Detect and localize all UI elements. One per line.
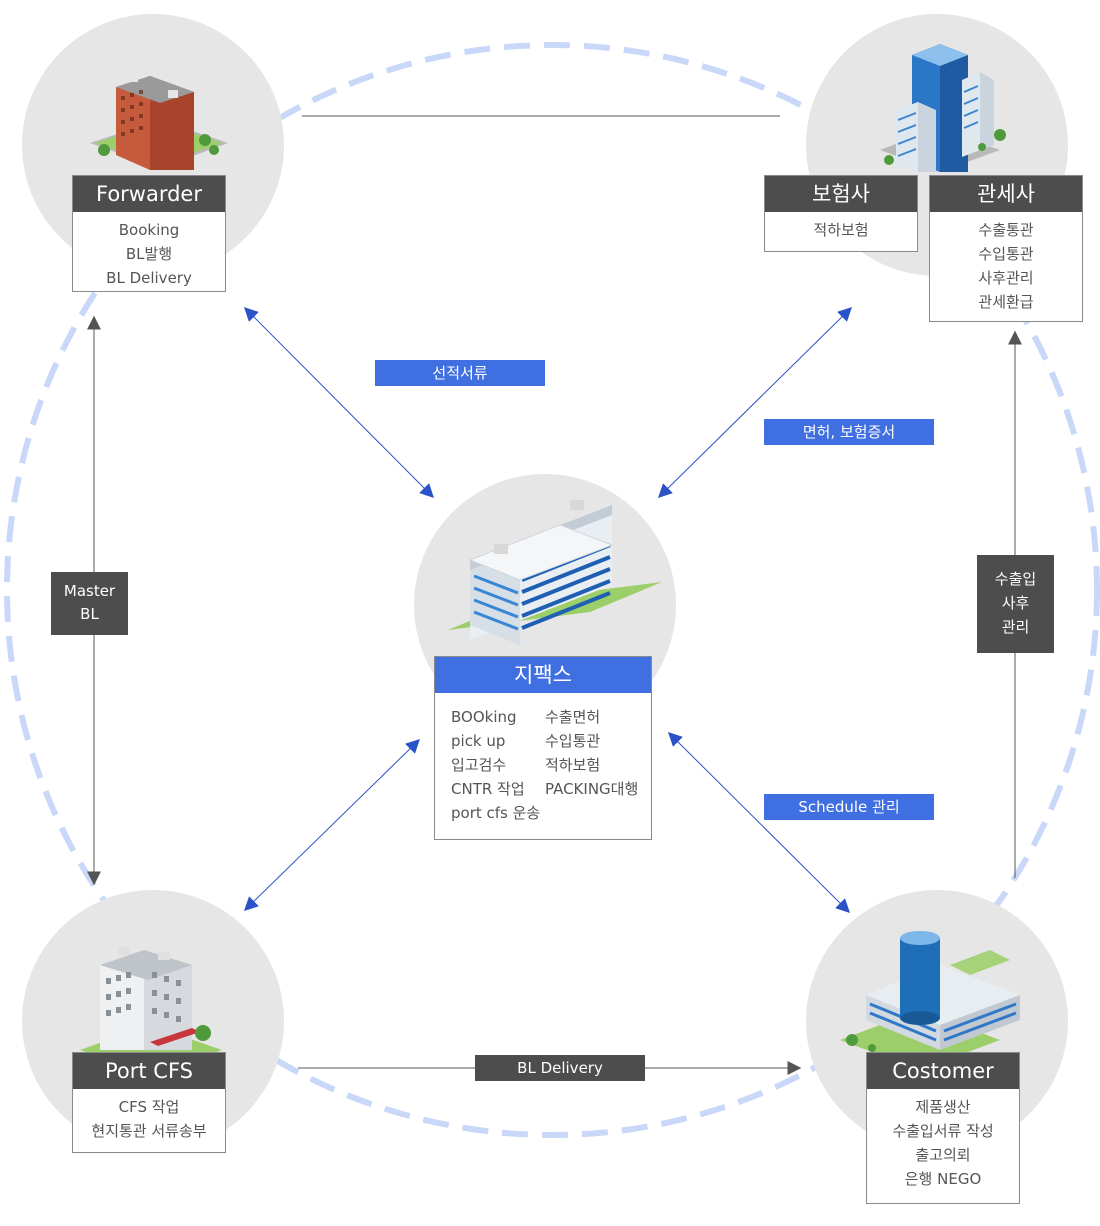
master-bl-line: BL xyxy=(80,605,99,623)
blue-glass-towers-icon xyxy=(880,44,1006,172)
customer-card: Costomer 제품생산 수출입서류 작성 출고의뢰 은행 NEGO xyxy=(866,1052,1020,1204)
hub-item: 적하보험 xyxy=(545,756,601,774)
insurance-card: 보험사 적하보험 xyxy=(764,175,918,252)
license-cert-label: 면허, 보험증서 xyxy=(764,419,934,445)
shipping-docs-label: 선적서류 xyxy=(375,360,545,386)
customer-item: 제품생산 xyxy=(915,1098,971,1116)
hub-item: CNTR 작업 xyxy=(451,780,525,798)
arrow-insurance-hub xyxy=(658,307,852,498)
arrow-portcfs-hub xyxy=(243,739,421,911)
customs-item: 수입통관 xyxy=(978,245,1034,263)
forwarder-item: Booking xyxy=(118,221,180,239)
port-cfs-title: Port CFS xyxy=(73,1053,225,1089)
white-office-building-icon xyxy=(448,500,662,645)
post-management-line: 사후 xyxy=(1001,594,1030,612)
bl-delivery-label: BL Delivery xyxy=(475,1055,645,1081)
hub-item: 입고검수 xyxy=(451,756,507,774)
master-bl-label: Master BL xyxy=(51,572,128,635)
arrow-forwarder-hub xyxy=(244,307,434,498)
hub-item: 수입통관 xyxy=(545,732,601,750)
customer-title: Costomer xyxy=(867,1053,1019,1089)
customer-item: 출고의뢰 xyxy=(915,1146,971,1164)
red-brick-building-icon xyxy=(90,74,228,170)
customs-item: 수출통관 xyxy=(978,221,1034,239)
port-cfs-item: CFS 작업 xyxy=(118,1098,180,1116)
customer-item: 은행 NEGO xyxy=(904,1170,982,1188)
forwarder-card: Forwarder Booking BL발행 BL Delivery xyxy=(72,175,226,292)
hub-item: pick up xyxy=(451,732,506,750)
customer-item: 수출입서류 작성 xyxy=(892,1122,994,1140)
hub-item: BOOking xyxy=(451,708,517,726)
forwarder-item: BL발행 xyxy=(125,245,173,263)
hub-title: 지팩스 xyxy=(435,657,651,693)
hub-item: 수출면허 xyxy=(545,708,601,726)
hub-item: PACKING대행 xyxy=(545,780,639,798)
post-management-label: 수출입 사후 관리 xyxy=(977,555,1054,653)
forwarder-title: Forwarder xyxy=(73,176,225,212)
customs-item: 관세환급 xyxy=(978,293,1034,311)
port-cfs-item: 현지통관 서류송부 xyxy=(91,1122,207,1140)
arrow-customer-hub xyxy=(668,732,850,913)
insurance-title: 보험사 xyxy=(765,176,917,212)
hub-card: 지팩스 BOOking pick up 입고검수 CNTR 작업 port cf… xyxy=(434,656,652,840)
post-management-line: 관리 xyxy=(1001,618,1030,636)
insurance-item: 적하보험 xyxy=(813,221,869,239)
hub-item: port cfs 운송 xyxy=(451,804,541,822)
customs-title: 관세사 xyxy=(930,176,1082,212)
forwarder-item: BL Delivery xyxy=(106,269,192,287)
dashed-ring xyxy=(4,42,1100,1138)
schedule-label: Schedule 관리 xyxy=(764,794,934,820)
post-management-line: 수출입 xyxy=(994,570,1037,588)
port-cfs-card: Port CFS CFS 작업 현지통관 서류송부 xyxy=(72,1052,226,1153)
master-bl-line: Master xyxy=(63,582,116,600)
customs-card: 관세사 수출통관 수입통관 사후관리 관세환급 xyxy=(929,175,1083,322)
customs-item: 사후관리 xyxy=(978,269,1034,287)
